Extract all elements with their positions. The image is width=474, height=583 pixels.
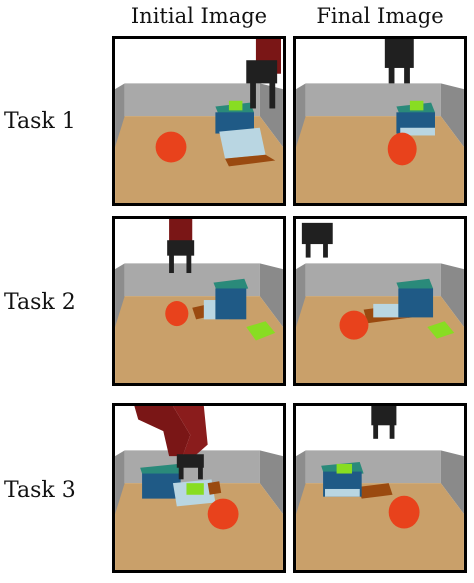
scene-task-1-final (296, 39, 464, 203)
scene-task-3-final (296, 406, 464, 570)
task-3-initial-image (112, 403, 286, 573)
scene-task-2-final (296, 219, 464, 383)
column-header-initial: Initial Image (130, 4, 268, 28)
row-label-task-3: Task 3 (4, 478, 76, 503)
column-header-final: Final Image (316, 4, 444, 28)
scene-task-3-initial (115, 406, 283, 570)
scene-task-2-initial (115, 219, 283, 383)
task-1-final-image (293, 36, 467, 206)
row-label-task-2: Task 2 (4, 290, 76, 315)
task-2-initial-image (112, 216, 286, 386)
task-2-final-image (293, 216, 467, 386)
task-1-initial-image (112, 36, 286, 206)
task-3-final-image (293, 403, 467, 573)
row-label-task-1: Task 1 (4, 109, 76, 134)
scene-task-1-initial (115, 39, 283, 203)
